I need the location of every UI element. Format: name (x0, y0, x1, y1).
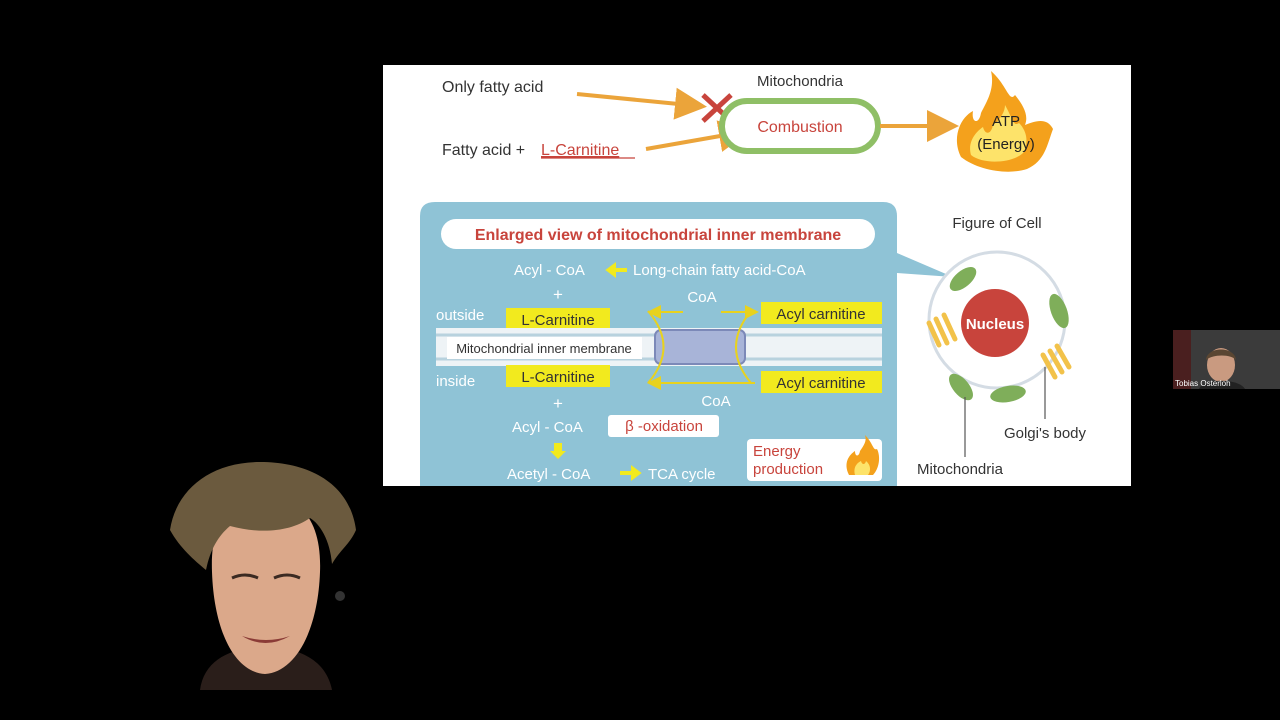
plus-bottom: + (553, 394, 563, 413)
acyl-coa-bottom: Acyl - CoA (512, 419, 583, 436)
inside-label: inside (436, 373, 475, 390)
fatty-acid-plus-label: Fatty acid + (442, 142, 525, 159)
participant-name: Tobias Osterloh (1175, 379, 1231, 388)
acyl-coa-top: Acyl - CoA (514, 262, 585, 279)
l-carnitine-top-label: L-Carnitine (541, 142, 619, 159)
slide-diagram: Only fatty acid Fatty acid + L-Carnitine… (383, 65, 1131, 486)
beta-oxidation-label: β -oxidation (625, 418, 703, 435)
combustion-label: Combustion (757, 119, 842, 136)
acyl-carnitine-bottom: Acyl carnitine (776, 375, 865, 392)
tca-cycle-label: TCA cycle (648, 466, 716, 483)
presenter-video (170, 460, 360, 690)
energy-label: (Energy) (977, 136, 1035, 153)
only-fatty-acid-arrow (577, 94, 699, 106)
l-carnitine-top: L-Carnitine (521, 312, 594, 329)
mitochondria-top-label: Mitochondria (757, 73, 844, 90)
participant-thumbnail[interactable]: Tobias Osterloh (1173, 330, 1280, 389)
golgi-label: Golgi's body (1004, 425, 1087, 442)
figure-of-cell-title: Figure of Cell (952, 215, 1041, 232)
membrane-label: Mitochondrial inner membrane (456, 341, 632, 356)
plus-top: + (553, 285, 563, 304)
only-fatty-acid-label: Only fatty acid (442, 79, 543, 96)
outside-label: outside (436, 307, 484, 324)
cell-mitochondria-label: Mitochondria (917, 461, 1004, 478)
atp-label: ATP (992, 113, 1020, 130)
long-chain-label: Long-chain fatty acid-CoA (633, 262, 806, 279)
panel-title: Enlarged view of mitochondrial inner mem… (475, 227, 841, 244)
acetyl-coa-label: Acetyl - CoA (507, 466, 590, 483)
acyl-carnitine-top: Acyl carnitine (776, 306, 865, 323)
coa-bottom: CoA (701, 393, 730, 410)
presenter-earbud (335, 591, 345, 601)
energy-line2: production (753, 461, 823, 478)
nucleus-label: Nucleus (966, 316, 1024, 333)
coa-top: CoA (687, 289, 716, 306)
energy-line1: Energy (753, 443, 801, 460)
presentation-slide: Only fatty acid Fatty acid + L-Carnitine… (383, 65, 1131, 486)
panel-pointer (897, 253, 953, 277)
carnitine-transporter (655, 330, 745, 364)
l-carnitine-bottom: L-Carnitine (521, 369, 594, 386)
